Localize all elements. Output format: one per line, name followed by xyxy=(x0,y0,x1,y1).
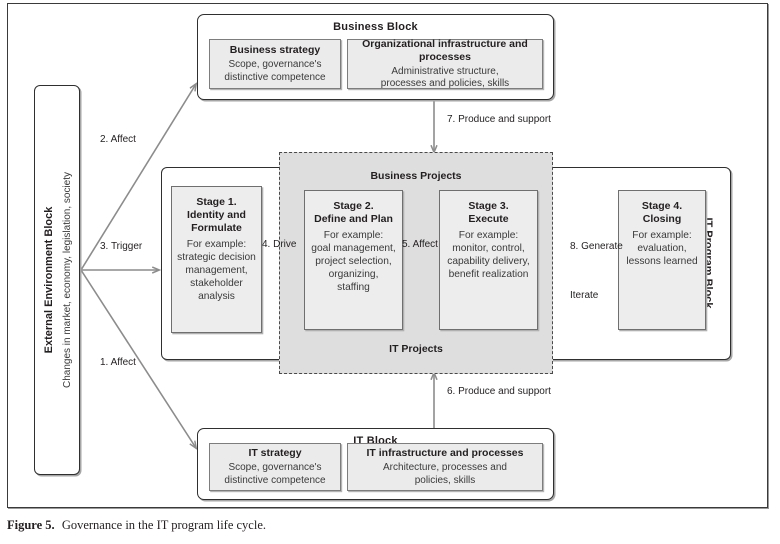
stage-4-box: Stage 4.Closing For example:evaluation,l… xyxy=(618,190,706,330)
figure-caption-label: Figure 5. xyxy=(7,518,55,532)
arrow-label-8-generate: 8. Generate xyxy=(570,241,623,252)
stage-2-detail: For example:goal management,project sele… xyxy=(311,230,396,293)
stage-4-title: Stage 4.Closing xyxy=(641,200,683,225)
stage-3-detail: For example:monitor, control,capability … xyxy=(447,230,530,280)
arrow-label-7-produce: 7. Produce and support xyxy=(447,114,551,125)
arrow-1-text: 1. Affect xyxy=(100,357,136,368)
it-projects-text: IT Projects xyxy=(389,343,443,355)
arrow-2-text: 2. Affect xyxy=(100,134,136,145)
org-infrastructure-panel: Organizational infrastructure and proces… xyxy=(347,37,543,90)
arrow-label-iterate: Iterate xyxy=(570,290,598,301)
stage-2-title: Stage 2.Define and Plan xyxy=(314,200,393,225)
arrow-8-text: 8. Generate xyxy=(570,241,623,252)
external-environment-title: External Environment Block xyxy=(43,206,55,354)
arrow-label-3-trigger: 3. Trigger xyxy=(100,241,142,252)
org-infrastructure-title: Organizational infrastructure and proces… xyxy=(362,37,528,63)
org-infrastructure-detail: Administrative structure,processes and p… xyxy=(380,65,510,90)
stage-2-box: Stage 2.Define and Plan For example:goal… xyxy=(304,190,403,330)
arrow-6-text: 6. Produce and support xyxy=(447,386,551,397)
business-block-title: Business Block xyxy=(333,21,418,33)
arrow-5-text: 5. Affect xyxy=(402,239,438,250)
external-environment-subtitle: Changes in market, economy, legislation,… xyxy=(62,171,73,389)
arrow-iterate-text: Iterate xyxy=(570,290,599,301)
it-infrastructure-title: IT infrastructure and processes xyxy=(366,447,524,459)
it-infrastructure-panel: IT infrastructure and processes Architec… xyxy=(347,443,543,491)
business-strategy-title: Business strategy xyxy=(229,44,321,56)
stage-3-title: Stage 3.Execute xyxy=(468,200,509,225)
arrow-3-text: 3. Trigger xyxy=(100,241,143,252)
it-projects-label: IT Projects xyxy=(279,343,553,355)
stage-3-box: Stage 3.Execute For example:monitor, con… xyxy=(439,190,538,330)
stage-4-detail: For example:evaluation,lessons learned xyxy=(626,230,698,267)
external-environment-label: External Environment Block Changes in ma… xyxy=(39,172,75,388)
arrow-4-text: 4. Drive xyxy=(262,239,297,250)
arrow-label-5-affect: 5. Affect xyxy=(402,239,438,250)
figure-caption-text: Governance in the IT program life cycle. xyxy=(61,518,267,532)
external-environment-block: External Environment Block Changes in ma… xyxy=(34,85,80,475)
it-strategy-title: IT strategy xyxy=(248,447,302,459)
arrow-label-4-drive: 4. Drive xyxy=(262,239,296,250)
arrow-label-6-produce: 6. Produce and support xyxy=(447,386,551,397)
business-projects-label: Business Projects xyxy=(279,170,553,182)
arrow-label-2-affect: 2. Affect xyxy=(100,134,136,145)
arrow-7-text: 7. Produce and support xyxy=(447,114,551,125)
arrow-label-1-affect: 1. Affect xyxy=(100,357,136,368)
business-projects-text: Business Projects xyxy=(370,170,462,182)
figure-caption: Figure 5. Governance in the IT program l… xyxy=(7,518,747,533)
